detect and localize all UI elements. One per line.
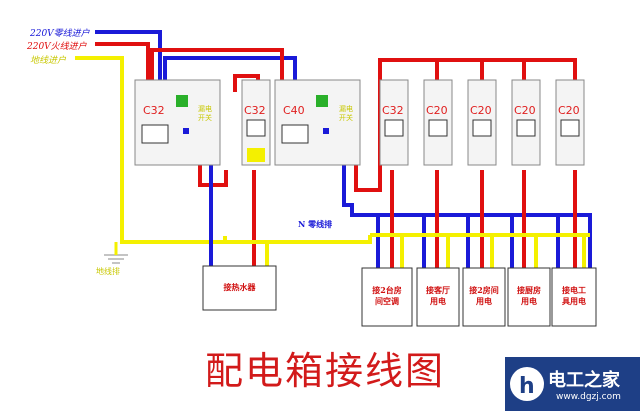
diagram-title: 配电箱接线图	[205, 349, 446, 393]
breaker-rating: C20	[470, 104, 492, 117]
load-box-4	[507, 267, 551, 327]
watermark-logo: h	[505, 357, 640, 411]
breaker-rcd-1	[134, 79, 221, 166]
load-label-line: 用电	[476, 296, 492, 306]
load-label-4: 接厨房 用电	[508, 285, 550, 307]
neutral-bar-feed	[342, 160, 592, 278]
rcd-label: 漏电开关	[339, 105, 353, 122]
watermark-url: www.dgzj.com	[556, 392, 621, 402]
load-label-line: 间空调	[375, 296, 399, 306]
link-live-a	[150, 48, 284, 92]
breaker-rating: C32	[244, 104, 266, 117]
breaker-rating: C20	[514, 104, 536, 117]
ground-symbol	[104, 242, 128, 264]
neutral-bar-label: N 零线排	[298, 219, 333, 229]
breaker-rating: C32	[143, 104, 165, 117]
live-input-label: 220V火线进户	[27, 42, 87, 52]
load-label-line: 接2房间	[469, 285, 499, 295]
load-label-line: 接厨房	[517, 285, 541, 295]
live-input-wire	[95, 42, 150, 92]
neutral-input-wire	[95, 30, 162, 92]
load-box-1	[361, 267, 413, 327]
breaker-rating: C20	[558, 104, 580, 117]
load-label-line: 接客厅	[426, 285, 450, 295]
load-label-heater: 接热水器	[203, 282, 276, 293]
ground-input-wire	[75, 56, 372, 244]
load-label-3: 接2房间 用电	[463, 285, 505, 307]
breaker-rating: C20	[426, 104, 448, 117]
ground-bar-label: 地线排	[96, 267, 120, 276]
load-label-line: 接2台房	[372, 285, 402, 295]
breaker-5	[423, 79, 453, 166]
load-boxes	[202, 265, 597, 327]
load-box-5	[551, 267, 597, 327]
incoming-wires	[75, 30, 372, 244]
load-label-line: 用电	[521, 296, 537, 306]
breaker-rating: C40	[283, 104, 305, 117]
neutral-input-label: 220V零线进户	[30, 29, 90, 39]
load-label-line: 具用电	[562, 296, 586, 306]
link-neutral-a	[163, 56, 297, 92]
rcd-label: 漏电开关	[198, 105, 212, 122]
breaker-4	[379, 79, 409, 166]
breaker-rating: C32	[382, 104, 404, 117]
breaker-rcd-2	[274, 79, 361, 166]
ground-input-label: 地线进户	[30, 56, 67, 66]
load-label-5: 接电工 具用电	[552, 285, 596, 307]
load-label-1: 接2台房 间空调	[362, 285, 412, 307]
watermark-name: 电工之家	[548, 370, 620, 391]
load-label-2: 接客厅 用电	[417, 285, 459, 307]
breaker-7	[511, 79, 541, 166]
load-box-heater	[202, 265, 277, 311]
breaker-6	[467, 79, 497, 166]
breaker-2	[241, 79, 271, 166]
load-label-line: 接电工	[562, 285, 586, 295]
load-label-line: 用电	[430, 296, 446, 306]
load-label-line: 接热水器	[223, 282, 256, 292]
logo-h-icon: h	[519, 374, 535, 399]
load-box-3	[462, 267, 506, 327]
load-box-2	[416, 267, 460, 327]
breaker-8	[555, 79, 585, 166]
